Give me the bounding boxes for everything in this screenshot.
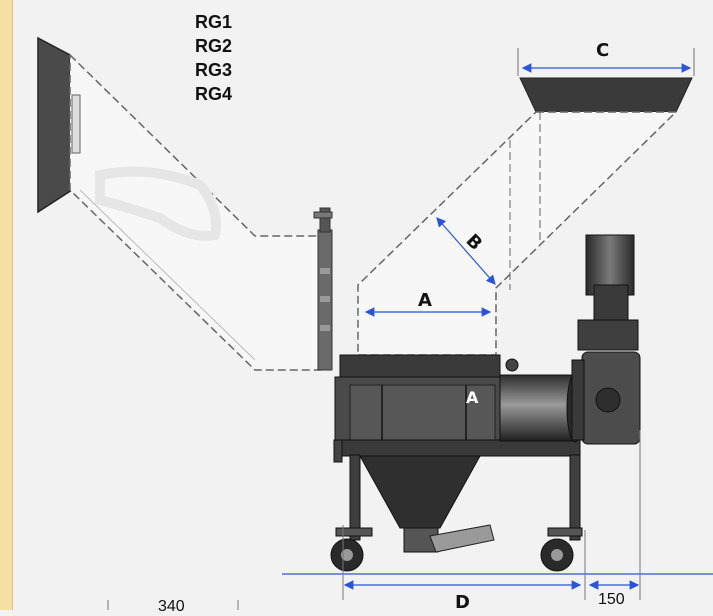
dimension-label-d: D xyxy=(455,592,470,613)
model-list: RG1 RG2 RG3 RG4 xyxy=(195,10,232,106)
grinder-body xyxy=(333,354,584,463)
dimension-lines xyxy=(343,48,695,590)
model-label: RG2 xyxy=(195,36,233,56)
extension-lines xyxy=(107,430,641,610)
model-label: RG1 xyxy=(195,12,233,32)
dimension-label-a-top: A xyxy=(418,290,432,311)
left-inlet-chute xyxy=(37,36,321,371)
dimension-label-c: C xyxy=(596,40,610,61)
top-hopper xyxy=(357,77,693,356)
model-label: RG4 xyxy=(195,84,233,104)
left-border xyxy=(0,0,13,610)
frame-and-casters xyxy=(330,454,583,572)
model-label: RG3 xyxy=(195,60,233,80)
gear-motor xyxy=(571,234,641,445)
dimension-value-150: 150 xyxy=(598,591,625,608)
dimension-value-340: 340 xyxy=(158,598,185,615)
dimension-label-a-body: A xyxy=(466,388,479,407)
mounting-bracket xyxy=(313,207,333,371)
